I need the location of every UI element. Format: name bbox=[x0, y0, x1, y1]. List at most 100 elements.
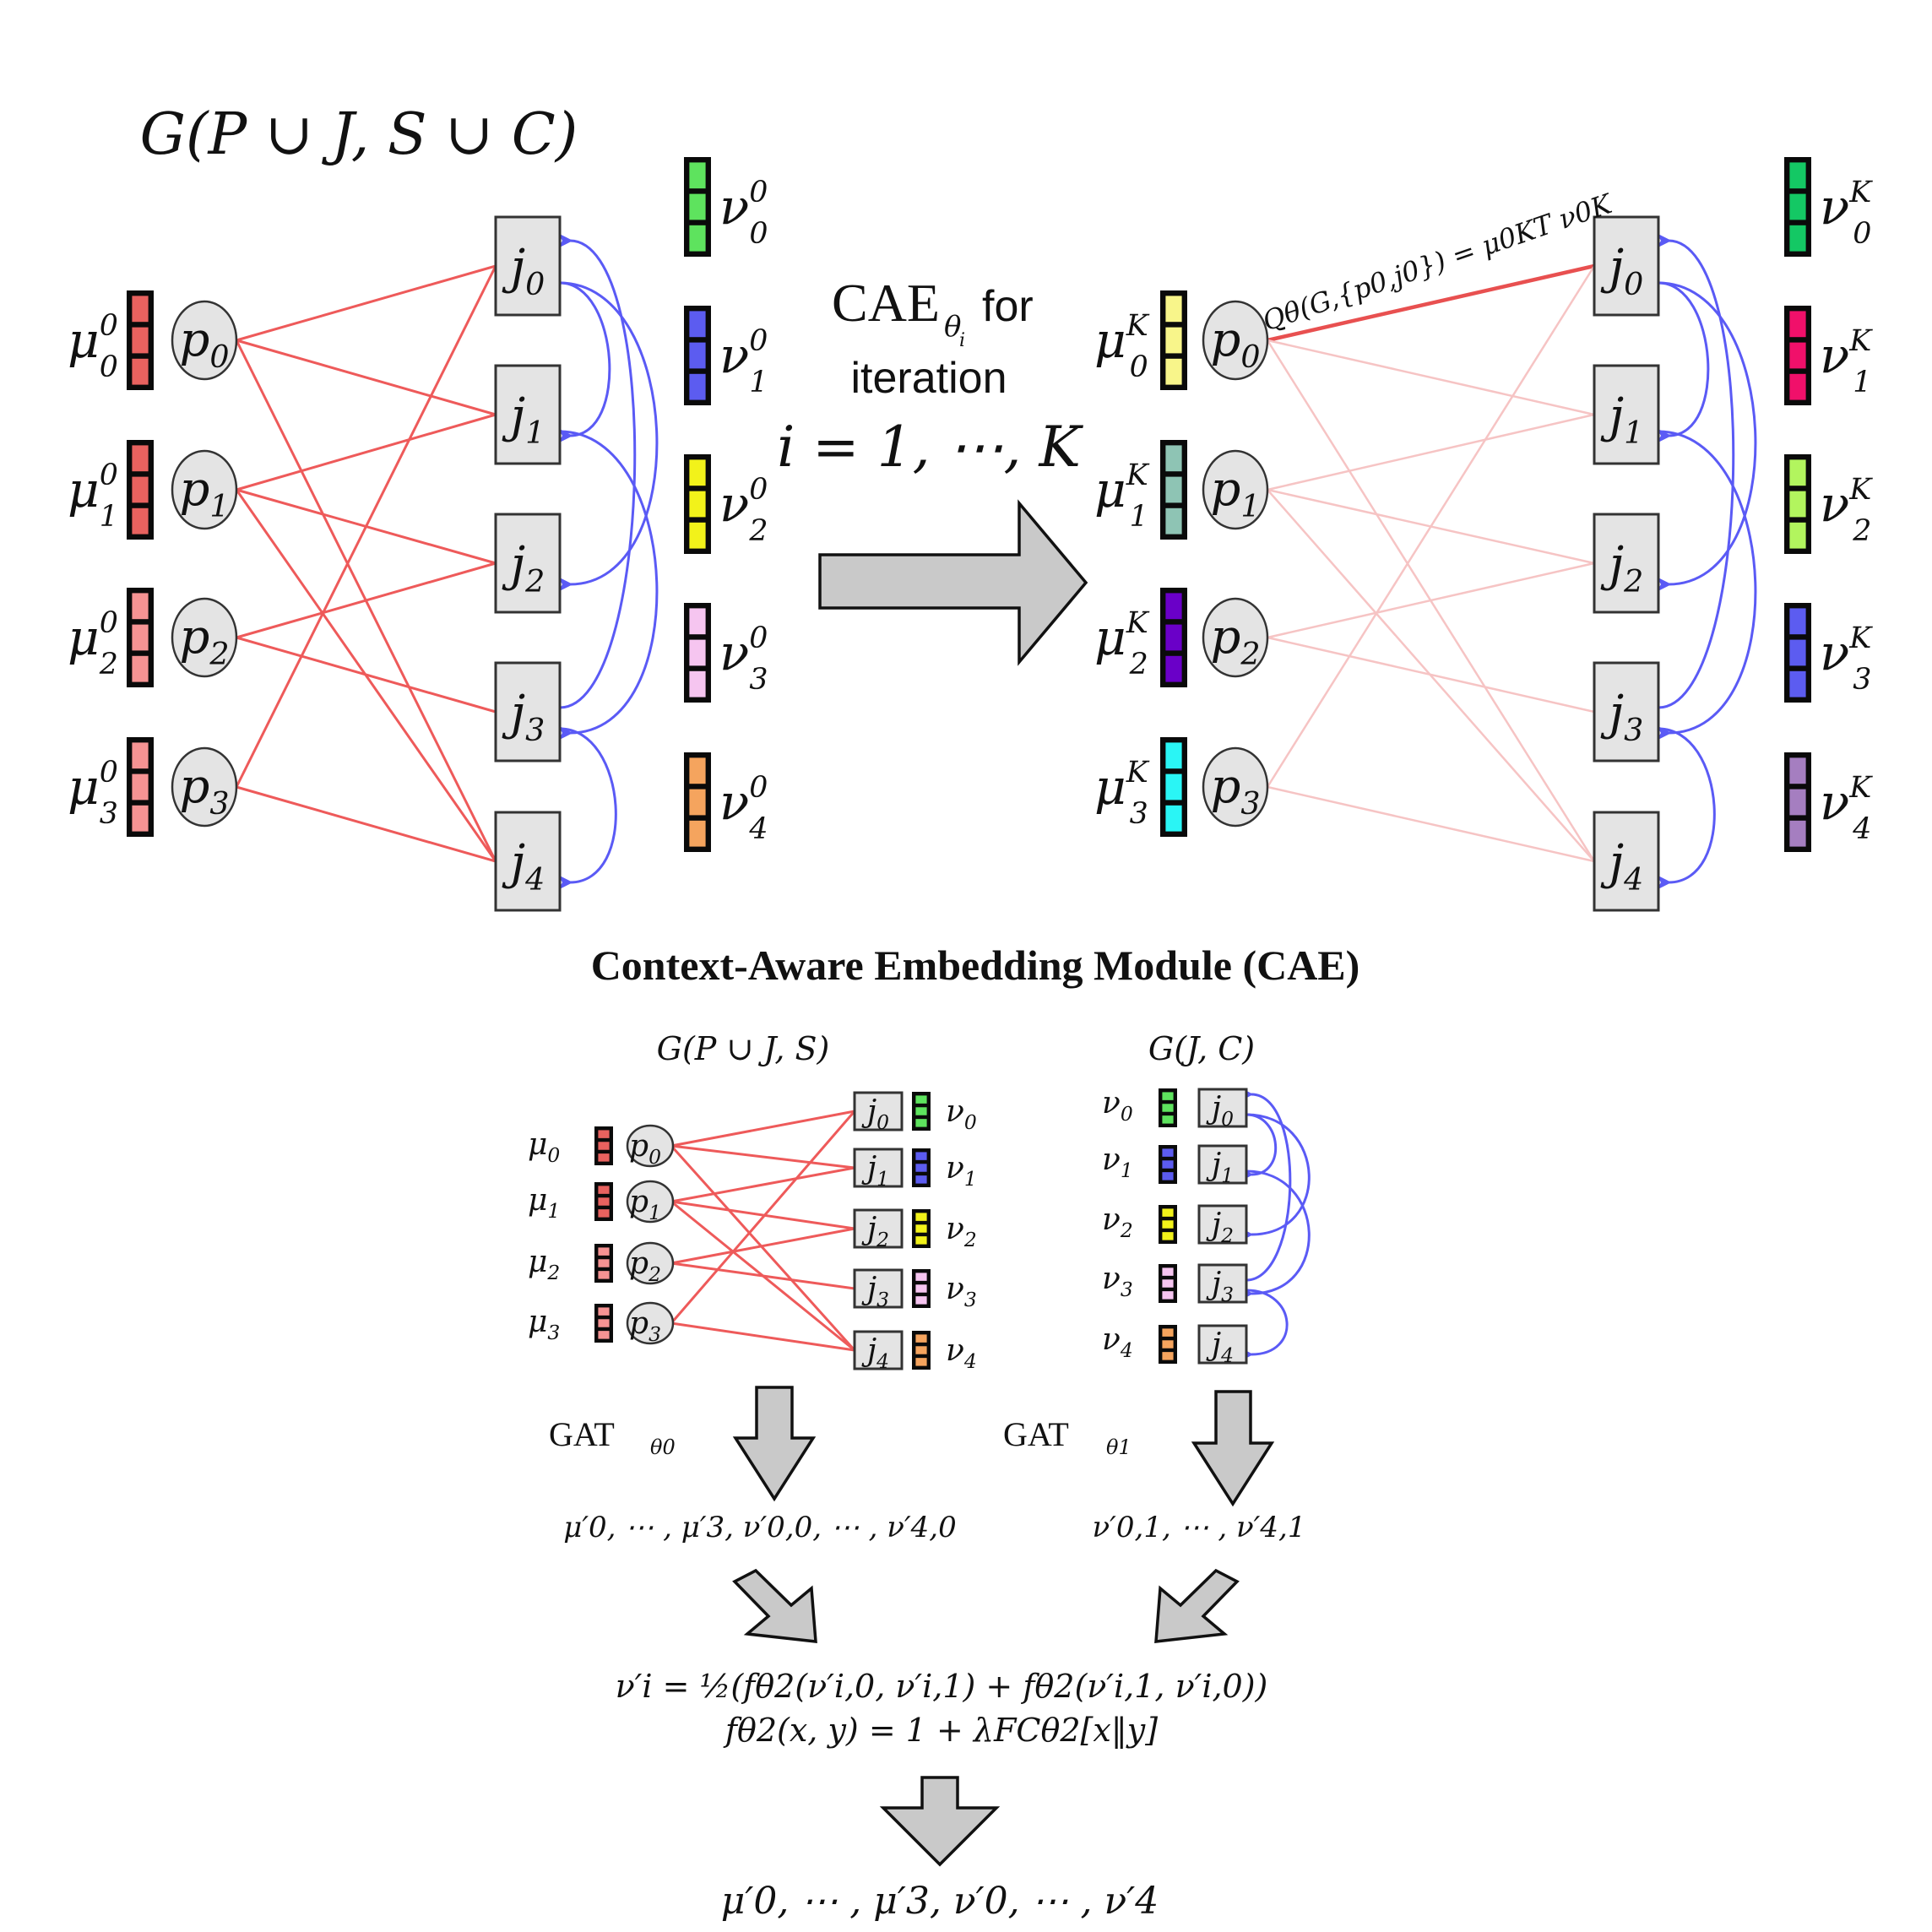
embedding-mu3 bbox=[594, 1304, 613, 1343]
node-j2: j2 bbox=[1197, 1204, 1248, 1247]
embedding-cell bbox=[1165, 742, 1182, 769]
cae-theta-sub: θ bbox=[944, 310, 961, 344]
embedding-cell bbox=[132, 655, 149, 682]
p-node-label: p3 bbox=[1210, 759, 1260, 822]
node-j3: j3 bbox=[853, 1268, 904, 1311]
embedding-cell bbox=[915, 1284, 927, 1293]
embedding-cell bbox=[1789, 373, 1806, 400]
embedding-nu3 bbox=[684, 603, 711, 703]
embedding-cell bbox=[915, 1334, 927, 1343]
p-node-label: p1 bbox=[179, 462, 229, 524]
embedding-nu3 bbox=[1784, 603, 1811, 703]
iteration-arrow bbox=[818, 499, 1088, 666]
gat1-sub: θ1 bbox=[1106, 1435, 1132, 1459]
embedding-mu2 bbox=[127, 588, 154, 687]
embedding-nu1-label: ν1 bbox=[946, 1151, 977, 1191]
embedding-cell bbox=[132, 445, 149, 472]
embedding-mu1 bbox=[1160, 440, 1187, 540]
edge-p0-j1 bbox=[1267, 339, 1595, 416]
edge-j3-j0 bbox=[1243, 1088, 1292, 1282]
node-p2: p2 bbox=[171, 597, 238, 678]
node-j2: j2 bbox=[1593, 513, 1660, 614]
node-j1: j1 bbox=[853, 1148, 904, 1191]
edge-p2-j2 bbox=[236, 562, 497, 639]
gat1-label: GAT bbox=[1003, 1415, 1069, 1453]
embedding-mu2 bbox=[594, 1244, 613, 1283]
embedding-mu1-label: μ1 bbox=[528, 1183, 560, 1223]
node-p3: p3 bbox=[626, 1301, 675, 1346]
edge-j3-j4 bbox=[557, 727, 617, 891]
embedding-cell bbox=[132, 593, 149, 620]
edge-j0-j1 bbox=[557, 281, 611, 444]
embedding-cell bbox=[1789, 789, 1806, 816]
embedding-cell bbox=[689, 225, 706, 252]
p-node-label: p3 bbox=[629, 1306, 661, 1346]
embedding-mu3 bbox=[127, 737, 154, 837]
p-node-label: p2 bbox=[629, 1246, 661, 1286]
embedding-cell bbox=[1789, 639, 1806, 666]
node-p0: p0 bbox=[626, 1124, 675, 1169]
embedding-mu2 bbox=[1160, 588, 1187, 687]
embedding-cell bbox=[1162, 1291, 1174, 1300]
edge-p2-j3 bbox=[236, 636, 497, 714]
embedding-nu2-label: ν2 bbox=[946, 1212, 977, 1251]
edge-p2-j3 bbox=[670, 1262, 855, 1290]
embedding-cell bbox=[1165, 327, 1182, 354]
node-j2: j2 bbox=[494, 513, 562, 614]
edge-j0-j2 bbox=[557, 281, 659, 593]
embedding-cell bbox=[1162, 1115, 1174, 1124]
embedding-cell bbox=[132, 507, 149, 535]
embedding-nu0-label: ν0 bbox=[946, 1094, 977, 1134]
embedding-cell bbox=[598, 1307, 610, 1316]
for-label: for bbox=[982, 282, 1034, 331]
embedding-cell bbox=[1162, 1352, 1174, 1360]
edge-p1-j1 bbox=[1267, 413, 1595, 491]
edge-p3-j0 bbox=[235, 265, 497, 788]
s-edges bbox=[1266, 263, 1596, 863]
final-arrow bbox=[879, 1776, 1001, 1867]
node-j0: j0 bbox=[1197, 1088, 1248, 1131]
edge-p1-j1 bbox=[236, 413, 497, 491]
node-p2: p2 bbox=[1202, 597, 1269, 678]
embedding-cell bbox=[1162, 1208, 1174, 1217]
embedding-cell bbox=[1789, 311, 1806, 338]
sub-right-title: G(J, C) bbox=[1148, 1030, 1255, 1067]
edge-j0-j2 bbox=[1656, 281, 1757, 593]
embedding-cell bbox=[132, 327, 149, 354]
gat1-arrow bbox=[1191, 1390, 1275, 1507]
embedding-cell bbox=[598, 1319, 610, 1327]
embedding-cell bbox=[1162, 1160, 1174, 1169]
embedding-cell bbox=[1162, 1148, 1174, 1157]
node-p2: p2 bbox=[626, 1241, 675, 1286]
iteration-range: i = 1, ⋯, K bbox=[777, 415, 1083, 480]
embedding-cell bbox=[689, 459, 706, 486]
c-edges bbox=[1243, 1088, 1311, 1360]
edge-p3-j4 bbox=[1267, 785, 1595, 863]
embedding-cell bbox=[689, 491, 706, 518]
embedding-nu4-label: ν4 bbox=[1102, 1322, 1133, 1362]
top-graph-title: G(P ∪ J, S ∪ C) bbox=[140, 101, 578, 168]
embedding-cell bbox=[689, 608, 706, 635]
fusion-formula-1: ν′i = ½(fθ2(ν′i,0, ν′i,1) + fθ2(ν′i,1, ν… bbox=[616, 1668, 1268, 1705]
embedding-cell bbox=[915, 1273, 927, 1281]
embedding-cell bbox=[915, 1224, 927, 1233]
node-p3: p3 bbox=[1202, 746, 1269, 828]
embedding-cell bbox=[915, 1152, 927, 1160]
embedding-cell bbox=[598, 1331, 610, 1339]
node-j3: j3 bbox=[1593, 661, 1660, 762]
embedding-cell bbox=[915, 1236, 927, 1245]
embedding-nu1 bbox=[1784, 306, 1811, 405]
embedding-cell bbox=[598, 1247, 610, 1256]
